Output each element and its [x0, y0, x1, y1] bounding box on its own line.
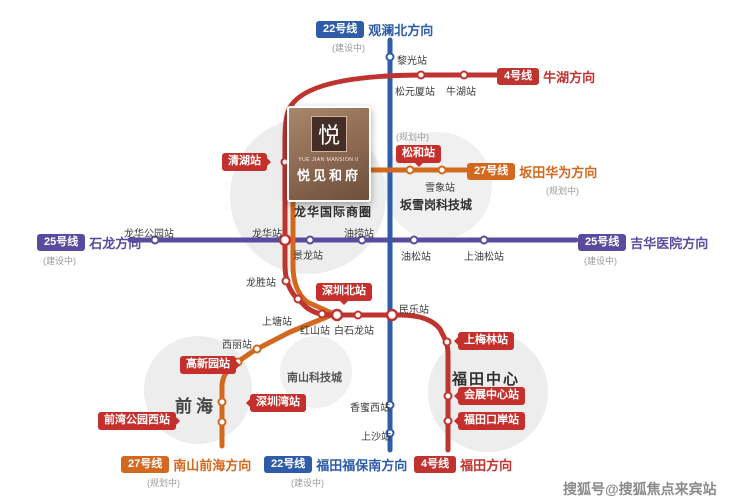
- station-dot: [442, 337, 452, 347]
- station-dot: [405, 165, 415, 175]
- terminus-status: (规划中): [546, 186, 579, 196]
- station-label: 黎光站: [397, 56, 427, 67]
- circle-nanshan-tech: [280, 336, 352, 408]
- terminus-line27-south: 27号线 南山前海方向: [121, 455, 251, 474]
- terminus-direction: 坂田华为方向: [519, 165, 598, 180]
- station-dot: [252, 344, 262, 354]
- station-label: 松元厦站: [395, 87, 435, 98]
- terminus-line25-west: 25号线 石龙方向: [37, 233, 141, 252]
- terminus-line4-south: 4号线 福田方向: [414, 455, 512, 474]
- property-logo-char: 悦: [317, 124, 340, 149]
- station-label: 雪象站: [425, 183, 455, 194]
- station-badge: 深圳北站: [316, 283, 372, 305]
- station-badge: 高新园站: [180, 356, 240, 374]
- station-dot: [459, 70, 469, 80]
- station-label: 红山站: [300, 326, 330, 337]
- station-badge-status: (规划中): [396, 132, 429, 142]
- station-dot: [150, 235, 160, 245]
- terminus-direction: 南山前海方向: [173, 458, 252, 473]
- station-label: 上塘站: [262, 317, 292, 328]
- terminus-status: (建设中): [584, 256, 617, 266]
- station-dot: [443, 391, 453, 401]
- station-dot: [357, 235, 367, 245]
- station-dot: [437, 165, 447, 175]
- line-number-pill: 25号线: [37, 233, 86, 252]
- terminus-line4-north: 4号线 牛湖方向: [497, 67, 595, 86]
- station-label: 香蜜西站: [350, 403, 390, 414]
- property-logo: 悦: [311, 116, 347, 152]
- line-number-pill: 4号线: [497, 67, 540, 86]
- station-label: 油捞站: [344, 229, 374, 240]
- terminus-direction: 观澜北方向: [368, 23, 434, 38]
- station-dot-interchange: [385, 308, 399, 322]
- station-badge: 会展中心站: [454, 387, 525, 405]
- line-number-pill: 27号线: [467, 162, 516, 181]
- line-number-pill: 25号线: [578, 233, 627, 252]
- station-label: 景龙站: [293, 251, 323, 262]
- station-dot: [416, 70, 426, 80]
- station-dot-interchange: [278, 233, 292, 247]
- station-badge: 松和站: [396, 145, 441, 167]
- line-number-pill: 22号线: [264, 455, 313, 474]
- station-dots: [150, 52, 489, 438]
- station-badge: 清湖站: [222, 153, 271, 171]
- station-badge: 上梅林站: [454, 332, 514, 350]
- line-number-pill: 27号线: [121, 455, 170, 474]
- terminus-status: (规划中): [147, 478, 180, 488]
- station-dot: [293, 294, 303, 304]
- station-label: 白石龙站: [334, 326, 374, 337]
- terminus-direction: 牛湖方向: [543, 70, 596, 85]
- terminus-status: (建设中): [43, 256, 76, 266]
- station-label: 上油松站: [464, 252, 504, 263]
- line-number-pill: 22号线: [316, 20, 365, 39]
- line-number-pill: 4号线: [414, 455, 457, 474]
- station-dot: [479, 235, 489, 245]
- station-dot: [305, 235, 315, 245]
- station-dot-interchange: [330, 308, 344, 322]
- station-label: 上沙站: [361, 432, 391, 443]
- station-dot: [385, 52, 395, 62]
- station-dot: [385, 428, 395, 438]
- terminus-status: (建设中): [332, 43, 365, 53]
- station-label: 油松站: [401, 252, 431, 263]
- terminus-direction: 福田福保南方向: [316, 458, 408, 473]
- area-label-longhua-business: 龙华国际商圈: [294, 205, 373, 219]
- station-dot: [385, 400, 395, 410]
- line-4-path: [282, 72, 503, 453]
- station-label: 龙华公园站: [124, 229, 174, 240]
- terminus-line22-north: 22号线 观澜北方向: [316, 20, 433, 39]
- station-badge: 前湾公园西站: [98, 412, 180, 430]
- station-badge: 福田口岸站: [454, 412, 525, 430]
- terminus-status: (建设中): [291, 478, 324, 488]
- watermark: 搜狐号@搜狐焦点来宾站: [563, 481, 717, 497]
- station-dot: [217, 417, 227, 427]
- terminus-direction: 石龙方向: [89, 236, 142, 251]
- station-label: 西丽站: [222, 340, 252, 351]
- station-label: 民乐站: [399, 305, 429, 316]
- area-label-nanshan-tech: 南山科技城: [287, 372, 342, 384]
- station-badge: 深圳湾站: [246, 394, 306, 412]
- terminus-line27-east: 27号线 坂田华为方向: [467, 162, 597, 181]
- station-dot: [409, 235, 419, 245]
- terminus-line22-south: 22号线 福田福保南方向: [264, 455, 407, 474]
- station-dot: [281, 276, 291, 286]
- station-dot: [217, 397, 227, 407]
- property-name-en: YUE JIAN MANSION II: [298, 157, 360, 163]
- property-name-cn: 悦见和府: [296, 168, 361, 183]
- area-label-qianhai: 前海: [175, 397, 217, 416]
- station-dot: [317, 309, 327, 319]
- station-label: 龙胜站: [246, 278, 276, 289]
- property-card: 悦 YUE JIAN MANSION II 悦见和府: [287, 106, 371, 202]
- terminus-direction: 吉华医院方向: [630, 236, 709, 251]
- area-label-futian-center: 福田中心: [452, 371, 521, 388]
- terminus-direction: 福田方向: [460, 458, 513, 473]
- station-dot: [443, 416, 453, 426]
- station-label: 龙华站: [252, 229, 282, 240]
- station-label: 牛湖站: [446, 87, 476, 98]
- area-label-banxuegang: 坂雪岗科技城: [400, 198, 473, 212]
- terminus-line25-east: 25号线 吉华医院方向: [578, 233, 708, 252]
- station-dot: [353, 310, 363, 320]
